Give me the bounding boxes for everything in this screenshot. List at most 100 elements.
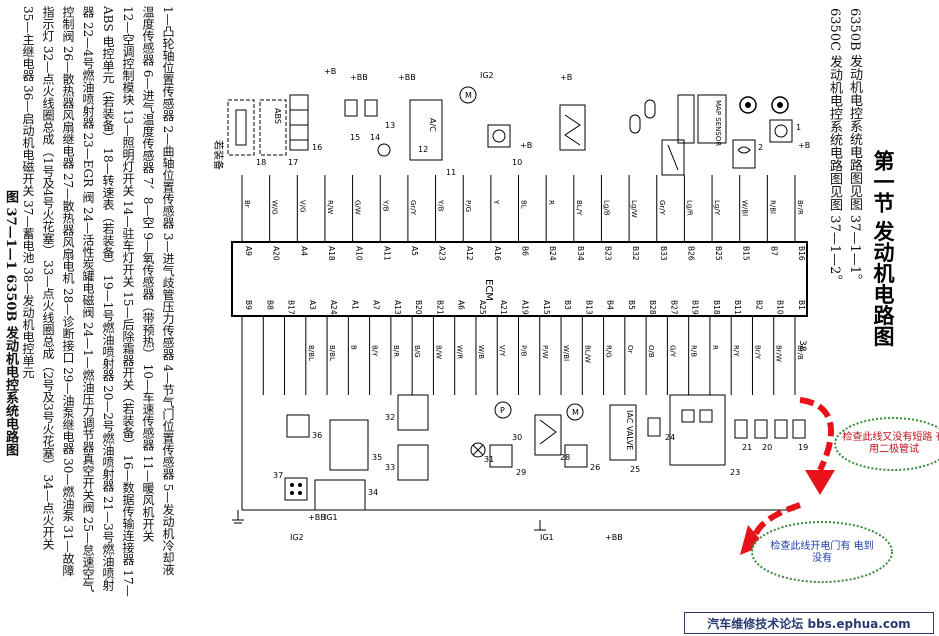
purge-solenoid: 24	[647, 417, 675, 442]
top-pin-label: A12	[465, 246, 474, 261]
bottom-wire-color: V/Y	[498, 345, 506, 357]
bottom-pin-label: A6	[457, 300, 466, 310]
supply-top: +B +BB +BB +B +B +B	[324, 67, 810, 150]
bottom-pin-label: B11	[733, 300, 742, 315]
top-wire-color: Y/B	[381, 199, 389, 212]
top-wire-color: Lg/B	[602, 200, 610, 216]
callout-bubble-lower	[751, 521, 893, 583]
bottom-pin-label: B4	[606, 300, 615, 310]
top-wire-color: Br/R	[796, 200, 804, 215]
ignition-coils: 32 33	[385, 394, 429, 481]
bottom-wire-color: R/G	[605, 345, 613, 358]
top-pin-label: B6	[521, 246, 530, 256]
diagnostic-connector: 28	[534, 414, 570, 462]
svg-text:IG2: IG2	[290, 533, 304, 542]
top-pin-label: B24	[548, 246, 557, 261]
svg-text:11: 11	[446, 168, 456, 177]
top-pin-label: B26	[686, 246, 695, 261]
bottom-pin-label: B17	[287, 300, 296, 315]
section-heading: 第一节 发动机电路图	[871, 150, 895, 347]
svg-text:MAP SENSOR: MAP SENSOR	[714, 100, 722, 146]
bottom-pin-label: B28	[648, 300, 657, 315]
bottom-wire-color: Br/Y	[753, 345, 761, 360]
svg-text:12: 12	[418, 145, 428, 154]
blower-switch: M IG2	[459, 71, 494, 104]
bottom-pin-label: B21	[435, 300, 444, 315]
bottom-pin-label: B18	[712, 300, 721, 315]
svg-text:21: 21	[742, 443, 752, 452]
forum-footer: 汽车维修技术论坛 bbs.ephua.com	[684, 612, 934, 634]
svg-text:20: 20	[762, 443, 772, 452]
top-wire-color: W/G	[271, 200, 279, 215]
top-pin-label: A10	[355, 246, 364, 261]
legend-line-1: 1—凸轮轴位置传感器 2—曲轴位置传感器 3—进气歧管压力传感器 4—节气门位置…	[161, 6, 175, 576]
ecm-label: ECM	[483, 279, 494, 301]
top-pin-label: A9	[244, 246, 253, 256]
top-wire-color: BL/Y	[575, 200, 583, 216]
svg-text:P: P	[500, 406, 505, 415]
bottom-wire-color: B/R	[392, 345, 400, 357]
knob-icon-right	[771, 96, 789, 114]
fuel-pump: P 30 29	[489, 401, 526, 477]
bottom-wire-color: B/BL	[307, 345, 315, 361]
bottom-pin-label: B13	[584, 300, 593, 315]
svg-text:+B: +B	[324, 67, 336, 76]
bottom-wire-color: B	[349, 345, 357, 350]
bottom-wire-color: W/Bl	[562, 345, 570, 361]
svg-text:18: 18	[256, 158, 266, 167]
svg-text:+B: +B	[798, 141, 810, 150]
svg-text:ABS: ABS	[273, 108, 282, 124]
bottom-wire-color: R	[711, 345, 719, 350]
starter-solenoid: 36	[286, 414, 322, 440]
bottom-wire-color: B/W	[434, 345, 442, 359]
bottom-wire-color: W/R	[456, 345, 464, 359]
battery: 37	[273, 471, 308, 501]
svg-text:+BB: +BB	[350, 73, 368, 82]
svg-text:17: 17	[288, 158, 298, 167]
bottom-pin-label: B3	[563, 300, 572, 310]
bottom-wire-color: P/B	[520, 345, 528, 357]
top-wire-color: P/G	[464, 200, 472, 212]
bottom-pin-label: B27	[669, 300, 678, 315]
top-wire-color: R	[547, 200, 555, 205]
lamp-switches: 14 15 13	[344, 99, 395, 157]
svg-text:19: 19	[798, 443, 808, 452]
bottom-wire-color: G/Y	[668, 345, 676, 358]
heading-line-1: 6350B 发动机电控系统电路图见图 37—1—1。	[847, 8, 862, 287]
svg-text:30: 30	[512, 433, 522, 442]
svg-text:26: 26	[590, 463, 600, 472]
svg-text:IG1: IG1	[324, 513, 338, 522]
legend-line-7: 指示灯 32—点火线圈总成（1号及4号火花塞） 33—点火线圈总成（2号及3号火…	[41, 6, 55, 550]
footer-text: 汽车维修技术论坛 bbs.ephua.com	[707, 616, 911, 631]
knob-icon-left	[739, 96, 757, 114]
top-wire-color: Gr/Y	[409, 200, 417, 216]
top-pin-label: B32	[631, 246, 640, 261]
figure-caption: 图 37—1—1 6350B 发动机电控系统电路图	[3, 190, 18, 456]
svg-text:IG2: IG2	[480, 71, 494, 80]
top-pin-label: A11	[382, 246, 391, 261]
bottom-wire-color: B/BL	[328, 345, 336, 361]
ac-control-module: A/C 11 12	[409, 99, 456, 177]
bottom-pin-label: B20	[414, 300, 423, 315]
svg-text:15: 15	[350, 133, 360, 142]
bottom-pin-label: B19	[691, 300, 700, 315]
svg-text:31: 31	[484, 455, 494, 464]
legend-line-2: 温度传感器 6—进气温度传感器 7、8—空 9—氧传感器（带预热） 10—车速传…	[141, 6, 155, 543]
bottom-pin-label: B2	[754, 300, 763, 310]
supply-bottom: +BB IG1 IG2 +BB IG1	[290, 513, 623, 542]
top-pin-label: B34	[576, 246, 585, 261]
iac-valve: IAC VALVE 25	[609, 404, 640, 474]
legend-line-3: 12—空调控制模块 13—照明灯开关 14—驻车灯开关 15—后除霜器开关（若装…	[121, 6, 135, 597]
oxygen-sensor	[559, 104, 586, 151]
injectors: 21 20 19	[734, 419, 808, 452]
svg-text:A/C: A/C	[428, 118, 437, 132]
top-wire-color: R/Bl	[768, 200, 776, 214]
bottom-pin-label: B5	[627, 300, 636, 310]
if-equipped-label: 若装备	[212, 140, 225, 170]
svg-text:M: M	[572, 408, 579, 417]
svg-text:+B: +B	[520, 141, 532, 150]
bottom-pin-label: A13	[393, 300, 402, 315]
bottom-wire-color: B/G	[413, 345, 421, 358]
svg-text:+B: +B	[560, 73, 572, 82]
